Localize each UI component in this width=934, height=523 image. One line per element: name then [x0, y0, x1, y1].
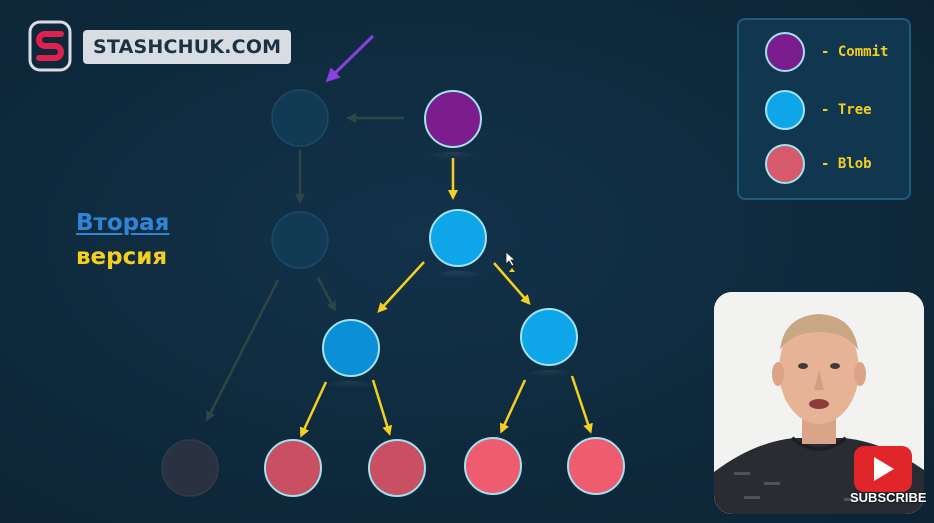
arrow-root-tree-to-right-tree — [493, 262, 531, 306]
small-marker-icon — [509, 268, 515, 272]
version-label-line2: версия — [76, 244, 168, 270]
logo-text: STASHCHUK.COM — [83, 30, 292, 64]
legend-label-commit: - Commit — [821, 44, 889, 60]
arrow-root-tree-to-left-tree — [377, 261, 425, 313]
tree-dot-icon — [765, 90, 805, 130]
faded-arrow-old-tree-to-blob — [206, 279, 280, 422]
blob-node-4 — [567, 437, 625, 495]
subscribe-label: SUBSCRIBE — [850, 490, 927, 505]
faded-arrow-old-tree-to-subtree — [316, 277, 336, 312]
blob-node-3 — [464, 437, 522, 495]
old-tree-node — [271, 211, 329, 269]
blob-dot-icon — [765, 144, 805, 184]
right-tree-node-reflection — [523, 370, 575, 382]
legend-label-blob: - Blob — [821, 156, 872, 172]
legend-item-tree: - Tree — [765, 90, 872, 130]
root-tree-node-reflection — [432, 271, 484, 283]
legend-label-tree: - Tree — [821, 102, 872, 118]
arrow-right-tree-to-blob-3 — [499, 379, 527, 434]
arrow-left-tree-to-blob-1 — [299, 381, 328, 438]
left-tree-node — [322, 319, 380, 377]
commit-dot-icon — [765, 32, 805, 72]
right-tree-node — [520, 308, 578, 366]
pointer-arrow — [325, 34, 375, 83]
old-blob-node — [161, 439, 219, 497]
root-tree-node — [429, 209, 487, 267]
blob-node-2 — [368, 439, 426, 497]
blob-node-1 — [264, 439, 322, 497]
subscribe-button[interactable]: SUBSCRIBE — [850, 446, 927, 510]
mouse-cursor-icon — [505, 251, 517, 267]
left-tree-node-reflection — [325, 381, 377, 393]
stashchuk-logo-icon — [28, 20, 72, 72]
play-triangle-icon — [874, 457, 894, 481]
version-label: Вторая версия — [76, 206, 169, 274]
old-commit-node — [271, 89, 329, 147]
commit-node-reflection — [427, 152, 479, 164]
legend: - Commit - Tree - Blob — [737, 18, 911, 200]
version-label-line1: Вторая — [76, 210, 170, 236]
legend-item-blob: - Blob — [765, 144, 872, 184]
commit-node — [424, 90, 482, 148]
arrow-right-tree-to-blob-4 — [570, 375, 593, 434]
legend-item-commit: - Commit — [765, 32, 888, 72]
